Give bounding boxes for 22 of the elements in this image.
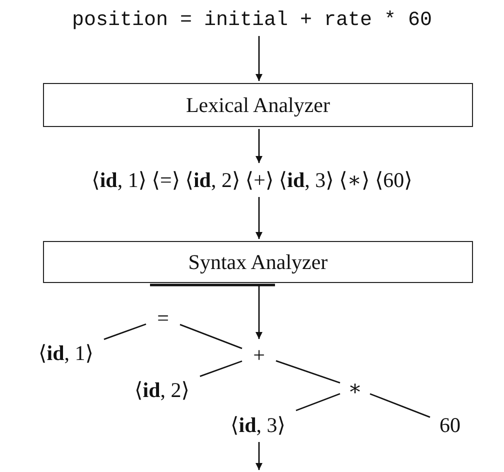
tree-branch xyxy=(370,393,430,418)
code-statement: position = initial + rate * 60 xyxy=(72,8,432,32)
token-text: ⟨id, 2⟩ xyxy=(134,378,190,402)
process-box: Syntax Analyzer xyxy=(43,241,473,283)
arrow xyxy=(256,197,262,239)
tree-branch xyxy=(296,393,340,412)
token-text: ⟨id, 3⟩ xyxy=(230,412,286,438)
tree-branch xyxy=(200,360,242,377)
arrow xyxy=(256,442,262,470)
process-box: Lexical Analyzer xyxy=(43,83,473,127)
token-text: + xyxy=(253,342,265,368)
arrow xyxy=(256,129,262,163)
tree-branch xyxy=(276,360,340,384)
token-text: 60 xyxy=(440,412,460,438)
arrow xyxy=(256,36,262,81)
arrow xyxy=(256,285,262,339)
token-text: ⟨id, 1⟩ ⟨=⟩ ⟨id, 2⟩ ⟨+⟩ ⟨id, 3⟩ ⟨∗⟩ ⟨60⟩ xyxy=(92,168,412,192)
token-text: ⟨id, 1⟩ xyxy=(38,340,94,366)
token-text: = xyxy=(157,306,169,330)
token-text: ∗ xyxy=(348,376,362,400)
tree-branch xyxy=(180,324,242,350)
tree-branch xyxy=(104,323,146,340)
